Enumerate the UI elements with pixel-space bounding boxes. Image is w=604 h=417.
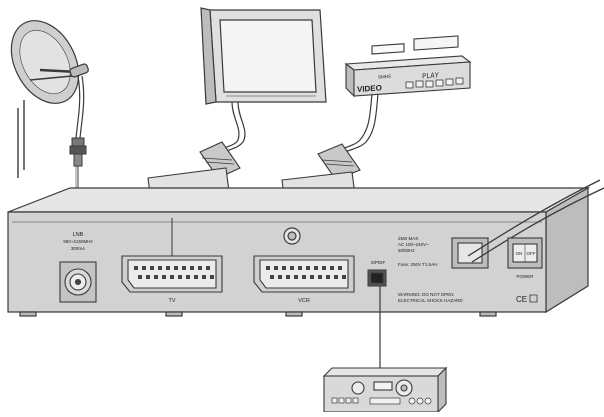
scart-pin xyxy=(334,275,338,279)
scart-pin xyxy=(310,275,314,279)
scart-pin xyxy=(206,266,210,270)
lnb-in-socket[interactable] xyxy=(59,261,97,303)
scart-pin xyxy=(266,266,270,270)
scart-pin xyxy=(134,266,138,270)
scart-pin xyxy=(202,275,206,279)
scart-pin xyxy=(150,266,154,270)
scart-pins-tv xyxy=(134,266,214,279)
lnb-cable xyxy=(75,75,85,139)
switch-on-label: ON xyxy=(516,251,523,256)
power-switch[interactable] xyxy=(507,237,543,269)
scart-pin xyxy=(318,275,322,279)
scart-pin xyxy=(306,266,310,270)
fuse-rating: Fuse: 250V T1.6AH xyxy=(398,262,437,267)
scart-socket-tv[interactable] xyxy=(121,255,223,293)
switch-off-label: OFF xyxy=(527,251,536,256)
scart-pin xyxy=(270,275,274,279)
lnb-title: LNB xyxy=(73,232,84,238)
scart-tv-label: TV xyxy=(168,298,175,304)
scart-pin xyxy=(158,266,162,270)
warning-line-2: ELECTRICAL SHOCK HAZARD xyxy=(398,298,463,303)
scart-pin xyxy=(286,275,290,279)
scart-pin xyxy=(274,266,278,270)
vcr-brand-label: VIDEO xyxy=(357,83,382,94)
scart-pin xyxy=(146,275,150,279)
scart-pin xyxy=(326,275,330,279)
scart-pin xyxy=(322,266,326,270)
ce-mark: CE xyxy=(516,295,527,304)
scart-pin xyxy=(194,275,198,279)
scart-pin xyxy=(290,266,294,270)
scart-pin xyxy=(182,266,186,270)
scart-pin xyxy=(174,266,178,270)
scart-pin xyxy=(138,275,142,279)
mains-inlet[interactable] xyxy=(451,237,489,269)
mains-cable xyxy=(467,179,604,263)
audio-amplifier xyxy=(322,366,448,414)
vcr xyxy=(344,35,472,98)
scart-pin xyxy=(178,275,182,279)
power-label: POWER xyxy=(516,274,534,279)
power-spec-3: 50/60Hz xyxy=(398,248,416,253)
scart-pins-vcr xyxy=(266,266,346,279)
power-spec-2: AC 100~240V~ xyxy=(398,242,429,247)
tv-set xyxy=(200,7,327,105)
scart-pin xyxy=(298,266,302,270)
warning-line-1: WARNING: DO NOT OPEN xyxy=(398,292,454,297)
scart-pin xyxy=(198,266,202,270)
scart-pin xyxy=(142,266,146,270)
scart-pin xyxy=(154,275,158,279)
scart-pin xyxy=(170,275,174,279)
power-spec-1: 25W MAX xyxy=(398,236,418,241)
scart-pin xyxy=(330,266,334,270)
lnb-frequency: 950~2150MHz xyxy=(63,239,93,244)
scart-pin xyxy=(278,275,282,279)
vcr-display-label: PLAY xyxy=(422,71,440,80)
scart-pin xyxy=(282,266,286,270)
scart-pin xyxy=(162,275,166,279)
scart-pin xyxy=(166,266,170,270)
scart-pin xyxy=(302,275,306,279)
lnb-current: 300mA xyxy=(71,246,85,251)
double-insulation-icon xyxy=(529,294,538,303)
spdif-socket[interactable] xyxy=(367,269,387,287)
scart-pin xyxy=(294,275,298,279)
scart-pin xyxy=(210,275,214,279)
scart-vcr-label: VCR xyxy=(298,298,310,304)
vcr-tape-label: SMHS xyxy=(378,74,391,80)
satellite-dish xyxy=(10,20,89,178)
scart-pin xyxy=(314,266,318,270)
scart-pin xyxy=(342,275,346,279)
scart-pin xyxy=(338,266,342,270)
scart-socket-vcr[interactable] xyxy=(253,255,355,293)
scart-pin xyxy=(186,275,190,279)
scart-pin xyxy=(190,266,194,270)
spdif-label: S/PDIF xyxy=(371,260,386,265)
